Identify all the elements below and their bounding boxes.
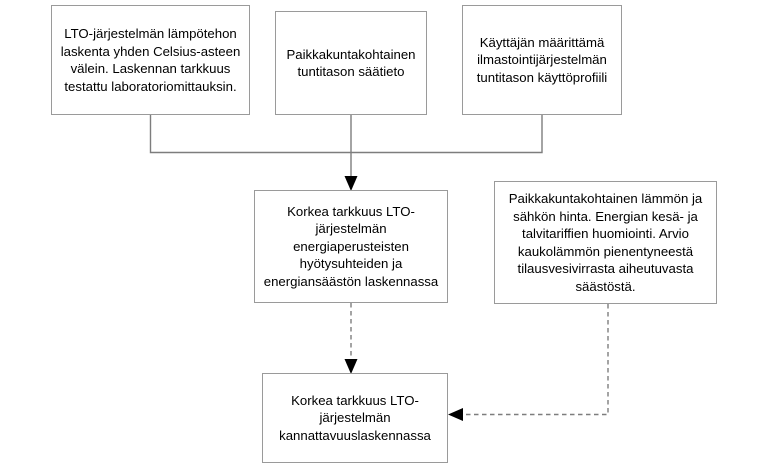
node-result-kannattavuus[interactable]: Korkea tarkkuus LTO-järjestelmän kannatt… [262, 373, 448, 463]
edge-kayttoprofiili-to-energialaskenta [351, 115, 543, 154]
arrowhead-into-energialaskenta [344, 176, 358, 191]
node-input-kayttoprofiili[interactable]: Käyttäjän määrittämä ilmastointijärjeste… [462, 5, 622, 115]
edge-hinnat-to-kannattavuus [456, 304, 609, 416]
node-result-kannattavuus-label: Korkea tarkkuus LTO-järjestelmän kannatt… [279, 392, 431, 443]
node-input-lto-lampoteho[interactable]: LTO-järjestelmän lämpötehon laskenta yhd… [51, 5, 250, 115]
node-input-hinnat-label: Paikkakuntakohtainen lämmön ja sähkön hi… [508, 191, 703, 294]
arrowhead-into-kannattavuus-right [448, 408, 463, 421]
node-input-kayttoprofiili-label: Käyttäjän määrittämä ilmastointijärjeste… [476, 34, 608, 85]
node-result-energialaskenta[interactable]: Korkea tarkkuus LTO-järjestelmän energia… [254, 190, 448, 303]
arrowhead-into-kannattavuus-top [344, 359, 358, 374]
node-input-lto-lampoteho-label: LTO-järjestelmän lämpötehon laskenta yhd… [60, 26, 241, 94]
node-input-saatieto[interactable]: Paikkakuntakohtainen tuntitason säätieto [275, 11, 427, 115]
node-input-hinnat[interactable]: Paikkakuntakohtainen lämmön ja sähkön hi… [494, 181, 717, 304]
edge-lampoteho-to-energialaskenta [149, 115, 351, 154]
node-result-energialaskenta-label: Korkea tarkkuus LTO-järjestelmän energia… [263, 203, 439, 289]
node-input-saatieto-label: Paikkakuntakohtainen tuntitason säätieto [286, 46, 416, 80]
